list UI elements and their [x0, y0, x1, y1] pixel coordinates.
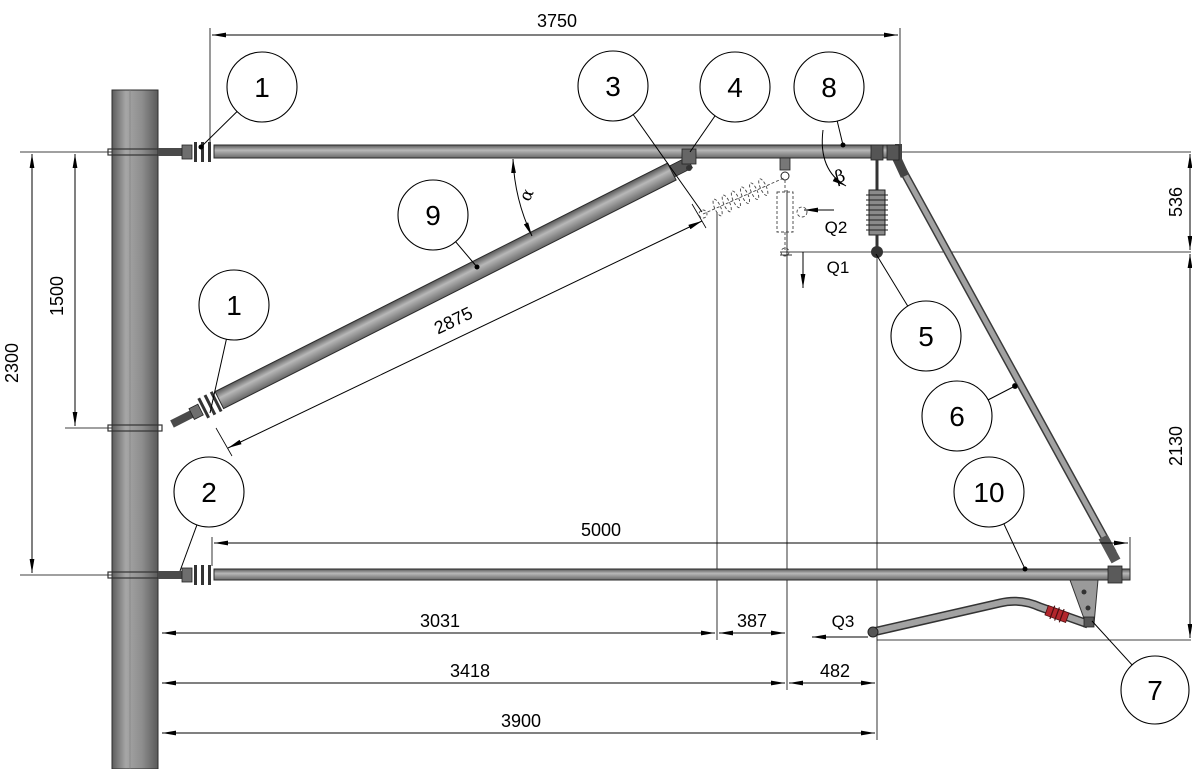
beta-label: β: [833, 166, 848, 188]
callout-label: 3: [605, 71, 621, 102]
beta-arc: [821, 129, 847, 187]
alpha-arc: [511, 158, 533, 237]
dim-bottom-span: 5000: [581, 520, 621, 540]
callout-4: 4: [689, 51, 771, 153]
dim-row2-left: 3418: [450, 661, 490, 681]
callout-label: 2: [201, 477, 217, 508]
mast: [107, 89, 163, 769]
mast-clamp-middle: [107, 424, 163, 432]
bottom-tube: [158, 565, 1131, 585]
hatched-insulator: [866, 160, 888, 258]
callout-3: 3: [577, 50, 703, 213]
callout-1-lower: 1: [198, 269, 270, 414]
callout-label: 8: [821, 72, 837, 103]
dim-left-total: 2300: [2, 343, 22, 383]
registration-arm: [867, 579, 1099, 638]
arm-insulator: [1044, 605, 1070, 623]
callout-label: 1: [226, 290, 242, 321]
extension-lines: [20, 28, 1191, 740]
callout-6: 6: [921, 380, 1018, 452]
callout-1-upper: 1: [198, 51, 298, 150]
callout-2: 2: [173, 456, 245, 572]
callout-label: 10: [973, 477, 1004, 508]
dimension-labels: 3750 2300 1500 2 8 7 5 536 2130 5000 3031 3…: [2, 11, 1186, 731]
callout-label: 4: [727, 72, 743, 103]
callout-label: 1: [254, 72, 270, 103]
callout-label: 5: [918, 321, 934, 352]
callout-8: 8: [793, 51, 865, 148]
q2-label: Q2: [825, 218, 848, 237]
dim-row2-right: 482: [820, 661, 850, 681]
q3-label: Q3: [832, 612, 855, 631]
callout-10: 10: [953, 456, 1028, 572]
dim-row1-left: 3031: [420, 611, 460, 631]
q1-label: Q1: [827, 258, 850, 277]
dimension-lines: [29, 32, 1192, 736]
dim-row3: 3900: [501, 711, 541, 731]
callout-label: 9: [425, 200, 441, 231]
dim-top-span: 3750: [537, 11, 577, 31]
callout-7: 7: [1091, 620, 1190, 725]
top-tube: [158, 142, 902, 162]
dim-row1-right: 387: [737, 611, 767, 631]
tube-clamp-fittings: [681, 144, 900, 181]
dim-right-lower: 2130: [1166, 426, 1186, 466]
ghost-fittings: [698, 177, 808, 257]
callout-label: 7: [1147, 675, 1163, 706]
callout-9: 9: [397, 179, 480, 270]
dim-left-upper: 1500: [47, 276, 67, 316]
callout-label: 6: [949, 401, 965, 432]
callout-5: 5: [875, 253, 962, 372]
dim-right-upper: 536: [1166, 187, 1186, 217]
